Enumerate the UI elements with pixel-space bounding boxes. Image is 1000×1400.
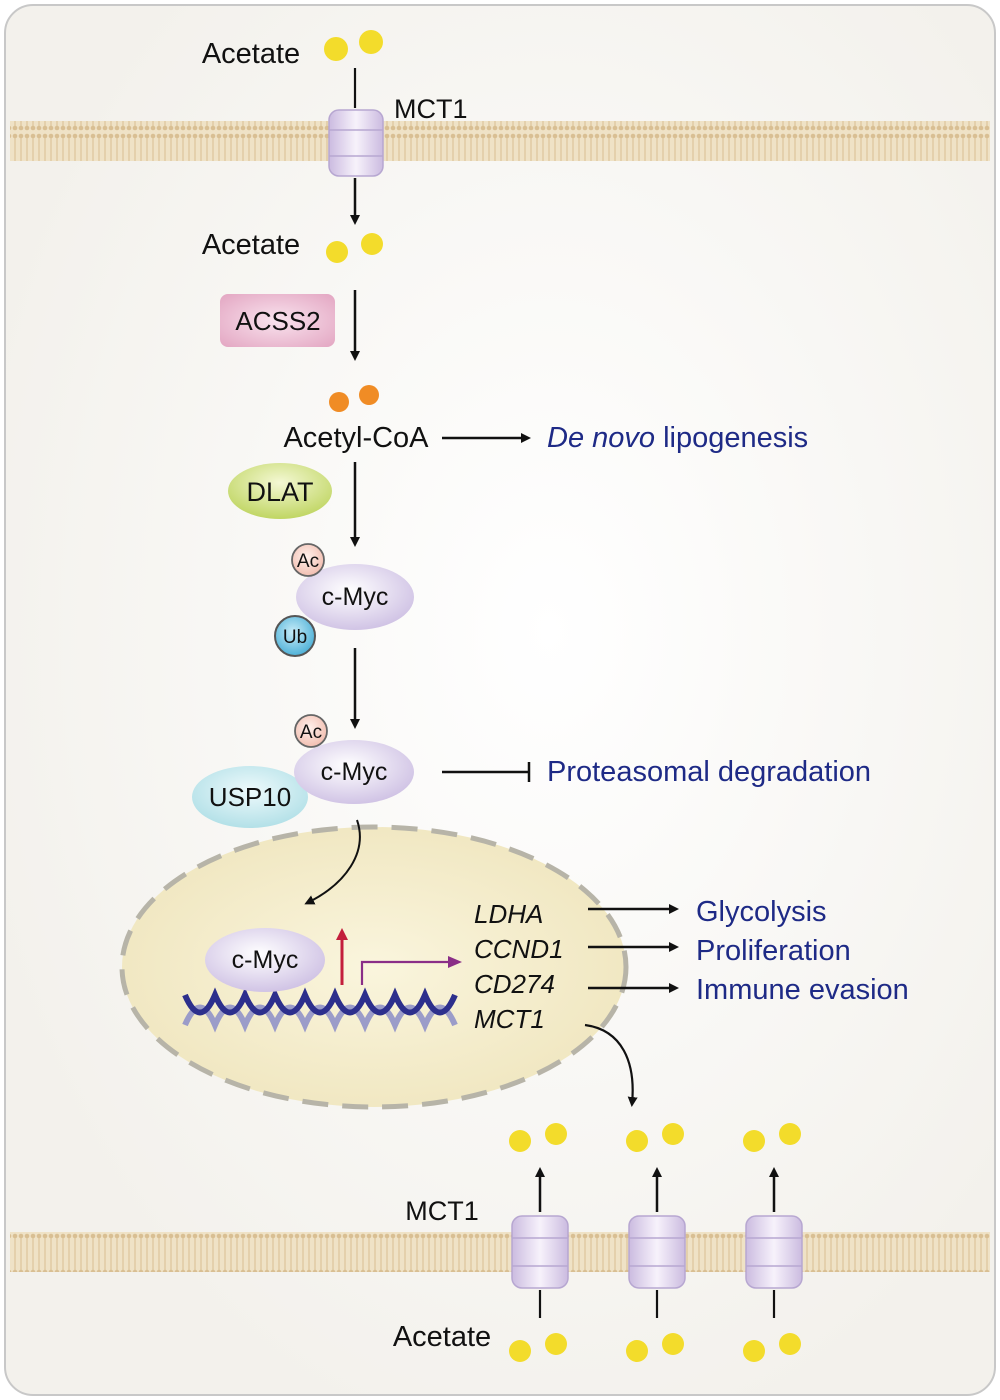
acetyl-mark-2	[294, 714, 328, 748]
mct1-transporter-bottom-3	[745, 1215, 803, 1289]
mct1-transporter-top	[328, 109, 384, 177]
usp10-label: USP10	[209, 782, 291, 812]
cmyc-1-label: c-Myc	[322, 583, 389, 611]
mct1-bottom-label: MCT1	[405, 1196, 479, 1226]
acetate-intracellular-bottom-label: Acetate	[393, 1321, 491, 1353]
nucleus	[119, 824, 629, 1110]
glycolysis-label: Glycolysis	[696, 896, 827, 928]
transcription-arrow	[360, 960, 450, 985]
ub-label: Ub	[283, 627, 307, 648]
bottom-membrane	[10, 1232, 990, 1272]
usp10-oval	[192, 766, 308, 828]
acetate-dot	[779, 1123, 801, 1145]
mct1-transporter-bottom-2	[628, 1215, 686, 1289]
acetate-intracellular-label: Acetate	[202, 229, 300, 261]
acetyl-mark-1	[291, 543, 325, 577]
acetate-dot	[359, 30, 383, 54]
gene-ldha: LDHA	[474, 899, 543, 929]
lipogenesis-italic: De novo	[547, 422, 655, 454]
top-membrane	[10, 121, 990, 161]
lipogenesis-rest: lipogenesis	[655, 422, 808, 454]
ubiquitin-mark	[274, 615, 316, 657]
proteasomal-degradation-label: Proteasomal degradation	[547, 756, 871, 788]
acetate-dot	[743, 1340, 765, 1362]
gene-ccnd1: CCND1	[474, 934, 564, 964]
cmyc-protein-1	[296, 564, 414, 630]
acetate-extracellular-label: Acetate	[202, 38, 300, 70]
lipogenesis-label: De novo lipogenesis	[547, 422, 808, 454]
cmyc-2-label: c-Myc	[321, 758, 388, 786]
dna-helix	[182, 987, 458, 1033]
dlat-enzyme-oval	[228, 463, 332, 519]
proliferation-label: Proliferation	[696, 935, 851, 967]
red-up-arrowhead	[336, 928, 348, 940]
acetate-dot	[662, 1333, 684, 1355]
ac-2-label: Ac	[300, 722, 322, 743]
cmyc-protein-2	[294, 740, 414, 804]
acetate-dot	[326, 241, 348, 263]
acetate-dot	[324, 37, 348, 61]
gene-cd274: CD274	[474, 969, 555, 999]
acss2-label: ACSS2	[235, 306, 320, 336]
acetate-dot	[545, 1333, 567, 1355]
mct1-transporter-bottom-1	[511, 1215, 569, 1289]
acetate-dot	[361, 233, 383, 255]
acetate-dot	[626, 1130, 648, 1152]
cmyc-nuclear-protein	[205, 928, 325, 992]
immune-evasion-label: Immune evasion	[696, 974, 909, 1006]
acss2-enzyme-box	[220, 294, 335, 347]
ac-1-label: Ac	[297, 551, 319, 572]
frame-border	[4, 4, 996, 1396]
dlat-label: DLAT	[246, 477, 313, 507]
transcription-arrowhead	[448, 956, 462, 968]
gene-mct1: MCT1	[474, 1004, 545, 1034]
acetyl-coa-dot	[329, 392, 349, 412]
acetate-dot	[626, 1340, 648, 1362]
acetyl-coa-label: Acetyl-CoA	[283, 422, 429, 454]
mct1-top-label: MCT1	[394, 94, 468, 124]
cmyc-nucleus-label: c-Myc	[232, 946, 299, 974]
acetyl-coa-dot	[359, 385, 379, 405]
acetate-dot	[509, 1340, 531, 1362]
acetate-dot	[509, 1130, 531, 1152]
arrow-nuclear-translocation	[304, 819, 361, 905]
arrow-mct1-expression	[584, 1023, 638, 1107]
acetate-dot	[662, 1123, 684, 1145]
acetate-dot	[545, 1123, 567, 1145]
acetate-dot	[743, 1130, 765, 1152]
acetate-dot	[779, 1333, 801, 1355]
